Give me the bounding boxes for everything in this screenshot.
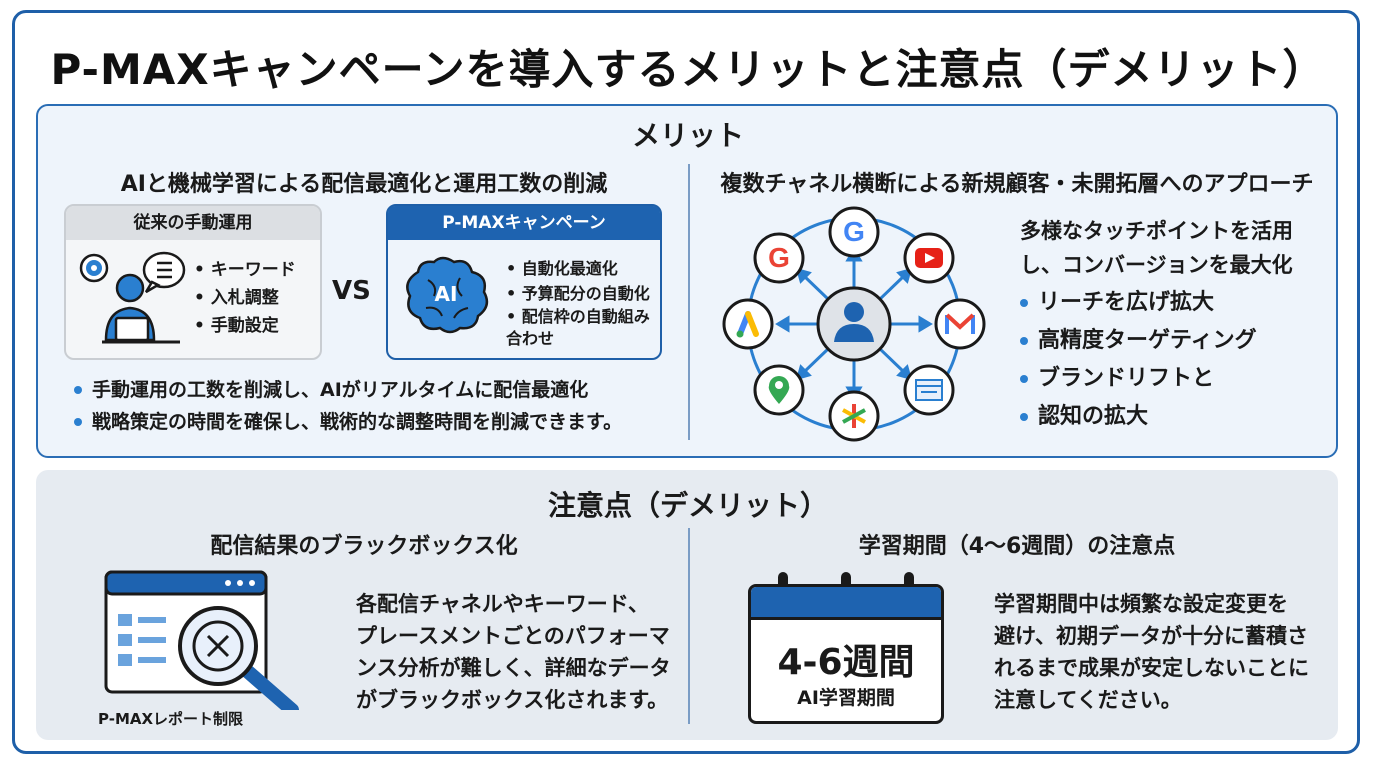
traditional-item: 手動設定: [194, 312, 296, 340]
ai-brain-icon: [406, 256, 489, 334]
merit-left-bullets: 手動運用の工数を削減し、AIがリアルタイムに配信最適化 戦略策定の時間を確保し、…: [70, 374, 622, 438]
pmax-list: 自動化最適化 予算配分の自動化 配信枠の自動組み合わせ: [506, 256, 656, 350]
maps-icon: [753, 364, 805, 416]
demerit-heading: 注意点（デメリット）: [547, 489, 828, 522]
demerit-left-text: 各配信チャネルやキーワード、 プレースメントごとのパフォーマ ンス分析が難しく、…: [356, 588, 671, 716]
bullet-continuation: 認知の拡大: [1016, 398, 1257, 436]
bullet-item: 戦略策定の時間を確保し、戦術的な調整時間を削減できます。: [70, 406, 622, 438]
youtube-icon: [903, 232, 955, 284]
discover-icon: [828, 390, 880, 442]
google-search-icon: G: [828, 206, 880, 258]
gear-icon: [79, 253, 109, 283]
google-ads-icon: [722, 298, 774, 350]
bullet-item: ブランドリフトと: [1016, 360, 1257, 398]
display-icon: [903, 364, 955, 416]
report-magnifier-icon: [104, 570, 299, 710]
traditional-item: キーワード: [194, 256, 296, 284]
page-title: P-MAXキャンペーンを導入するメリットと注意点（デメリット）: [50, 45, 1326, 94]
merit-right-bullets: リーチを広げ拡大 高精度ターゲティング ブランドリフトと 認知の拡大: [1016, 284, 1257, 436]
text-line: 避け、初期データが十分に蓄積さ: [994, 624, 1308, 648]
svg-text:G: G: [843, 216, 865, 247]
bullet-item: リーチを広げ拡大: [1016, 284, 1257, 322]
traditional-header: 従来の手動運用: [66, 206, 320, 240]
pmax-item: 配信枠の自動組み合わせ: [506, 306, 656, 350]
calendar-icon: 4-6週間 AI学習期間: [748, 584, 944, 724]
traditional-item: 入札調整: [194, 284, 296, 312]
text-line: がブラックボックス化されます。: [356, 688, 669, 712]
calendar-header: [751, 587, 941, 620]
merit-divider: [688, 164, 690, 440]
bullet-item: 手動運用の工数を削減し、AIがリアルタイムに配信最適化: [70, 374, 622, 406]
text-line: れるまで成果が安定しないことに: [994, 656, 1309, 680]
user-icon: [816, 286, 892, 362]
merit-right-subtitle: 複数チャネル横断による新規顧客・未開拓層へのアプローチ: [720, 172, 1314, 197]
channel-network-diagram: G G: [722, 206, 986, 442]
demerit-right-text: 学習期間中は頻繁な設定変更を 避け、初期データが十分に蓄積さ れるまで成果が安定…: [994, 588, 1309, 716]
text-line: 注意してください。: [994, 688, 1182, 712]
merit-right-lead: 多様なタッチポイントを活用 し、コンバージョンを最大化: [1020, 214, 1293, 282]
person-laptop-icon: [79, 251, 186, 344]
report-caption: P-MAXレポート制限: [98, 710, 244, 728]
svg-text:G: G: [768, 242, 790, 273]
text-line: 各配信チャネルやキーワード、: [356, 592, 649, 616]
demerit-divider: [688, 528, 690, 724]
demerit-left-subtitle: 配信結果のブラックボックス化: [210, 534, 518, 559]
google-icon: G: [753, 232, 805, 284]
bullet-item: 高精度ターゲティング: [1016, 322, 1257, 360]
ai-label: AI: [434, 282, 458, 306]
gmail-icon: [934, 298, 986, 350]
pmax-header: P-MAXキャンペーン: [388, 206, 660, 240]
merit-heading: メリット: [631, 119, 744, 152]
calendar-weeks: 4-6週間: [777, 642, 915, 683]
speech-bubble-icon: [142, 251, 186, 294]
text-line: ンス分析が難しく、詳細なデータ: [356, 656, 671, 680]
text-line: 学習期間中は頻繁な設定変更を: [994, 592, 1288, 616]
vs-label: VS: [332, 276, 371, 306]
merit-left-subtitle: AIと機械学習による配信最適化と運用工数の削減: [120, 172, 608, 197]
lead-line: し、コンバージョンを最大化: [1020, 253, 1293, 277]
traditional-list: キーワード 入札調整 手動設定: [194, 256, 296, 340]
text-line: プレースメントごとのパフォーマ: [356, 624, 670, 648]
lead-line: 多様なタッチポイントを活用: [1020, 219, 1293, 243]
pmax-item: 予算配分の自動化: [506, 281, 656, 306]
calendar-caption: AI学習期間: [797, 687, 895, 709]
pmax-item: 自動化最適化: [506, 256, 656, 281]
demerit-right-subtitle: 学習期間（4〜6週間）の注意点: [858, 534, 1176, 559]
